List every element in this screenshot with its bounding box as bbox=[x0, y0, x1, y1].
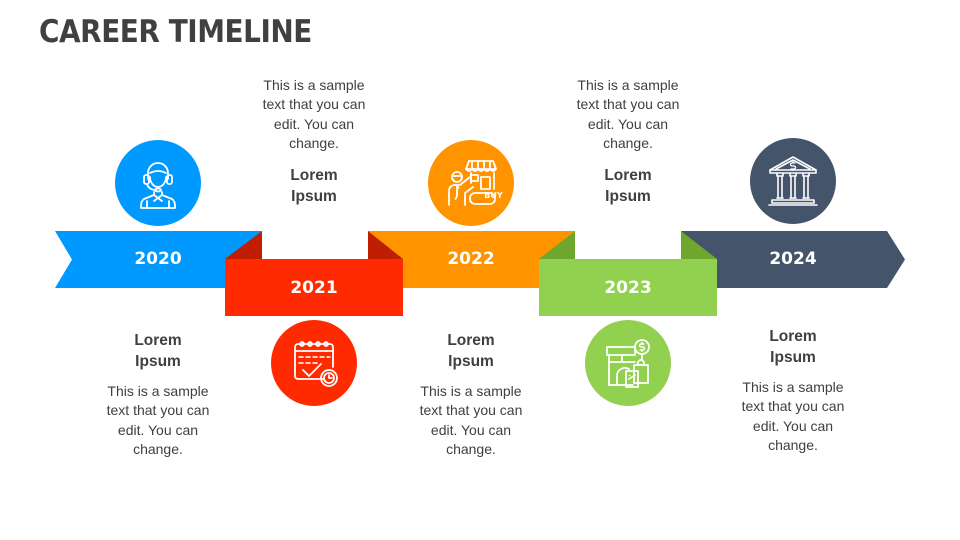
milestone-icon-2023 bbox=[585, 320, 671, 406]
band-2024 bbox=[681, 231, 905, 288]
milestone-text-2020: Lorem Ipsum This is a sample text that y… bbox=[83, 330, 233, 459]
milestone-description: This is a sample text that you can edit.… bbox=[576, 77, 680, 151]
year-label-2024: 2024 bbox=[769, 249, 817, 269]
fold-2021-left bbox=[225, 231, 262, 259]
milestone-heading: Lorem Ipsum bbox=[604, 167, 652, 206]
year-label-2020: 2020 bbox=[134, 249, 182, 269]
milestone-heading: Lorem Ipsum bbox=[134, 332, 182, 370]
milestone-description: This is a sample text that you can edit.… bbox=[262, 77, 366, 151]
milestone-icon-2024 bbox=[750, 138, 836, 224]
year-label-2023: 2023 bbox=[604, 278, 652, 298]
band-2021 bbox=[225, 259, 403, 316]
milestone-text-2024: Lorem Ipsum This is a sample text that y… bbox=[718, 326, 868, 455]
calendar-check-clock-icon bbox=[294, 341, 338, 387]
milestone-text-2021: This is a sample text that you can edit.… bbox=[239, 76, 389, 207]
store-shopping-bags-dollar-icon bbox=[606, 339, 650, 388]
milestone-heading: Lorem Ipsum bbox=[290, 167, 338, 206]
milestone-heading: Lorem Ipsum bbox=[769, 328, 817, 366]
bank-building-icon bbox=[768, 156, 818, 206]
fold-2023-right bbox=[681, 231, 717, 259]
milestone-text-2023: This is a sample text that you can edit.… bbox=[553, 76, 703, 207]
page-title: CAREER TIMELINE bbox=[39, 14, 312, 50]
milestone-icon-2022: BUY bbox=[428, 140, 514, 226]
milestone-text-2022: Lorem Ipsum This is a sample text that y… bbox=[396, 330, 546, 459]
fold-2021-right bbox=[368, 231, 403, 259]
customer-support-agent-icon bbox=[140, 162, 176, 209]
band-2020 bbox=[55, 231, 262, 288]
milestone-description: This is a sample text that you can edit.… bbox=[419, 383, 523, 457]
milestone-description: This is a sample text that you can edit.… bbox=[741, 379, 845, 453]
milestone-description: This is a sample text that you can edit.… bbox=[106, 383, 210, 457]
year-label-2022: 2022 bbox=[447, 249, 495, 269]
milestone-icon-2020 bbox=[115, 140, 201, 226]
year-label-2021: 2021 bbox=[290, 278, 338, 298]
fold-2023-left bbox=[539, 231, 575, 259]
band-2022 bbox=[368, 231, 575, 288]
band-2023 bbox=[539, 259, 717, 316]
milestone-icon-2021 bbox=[271, 320, 357, 406]
milestone-heading: Lorem Ipsum bbox=[447, 332, 495, 370]
shop-buyer-icon bbox=[448, 160, 497, 206]
buy-badge: BUY bbox=[484, 191, 503, 200]
